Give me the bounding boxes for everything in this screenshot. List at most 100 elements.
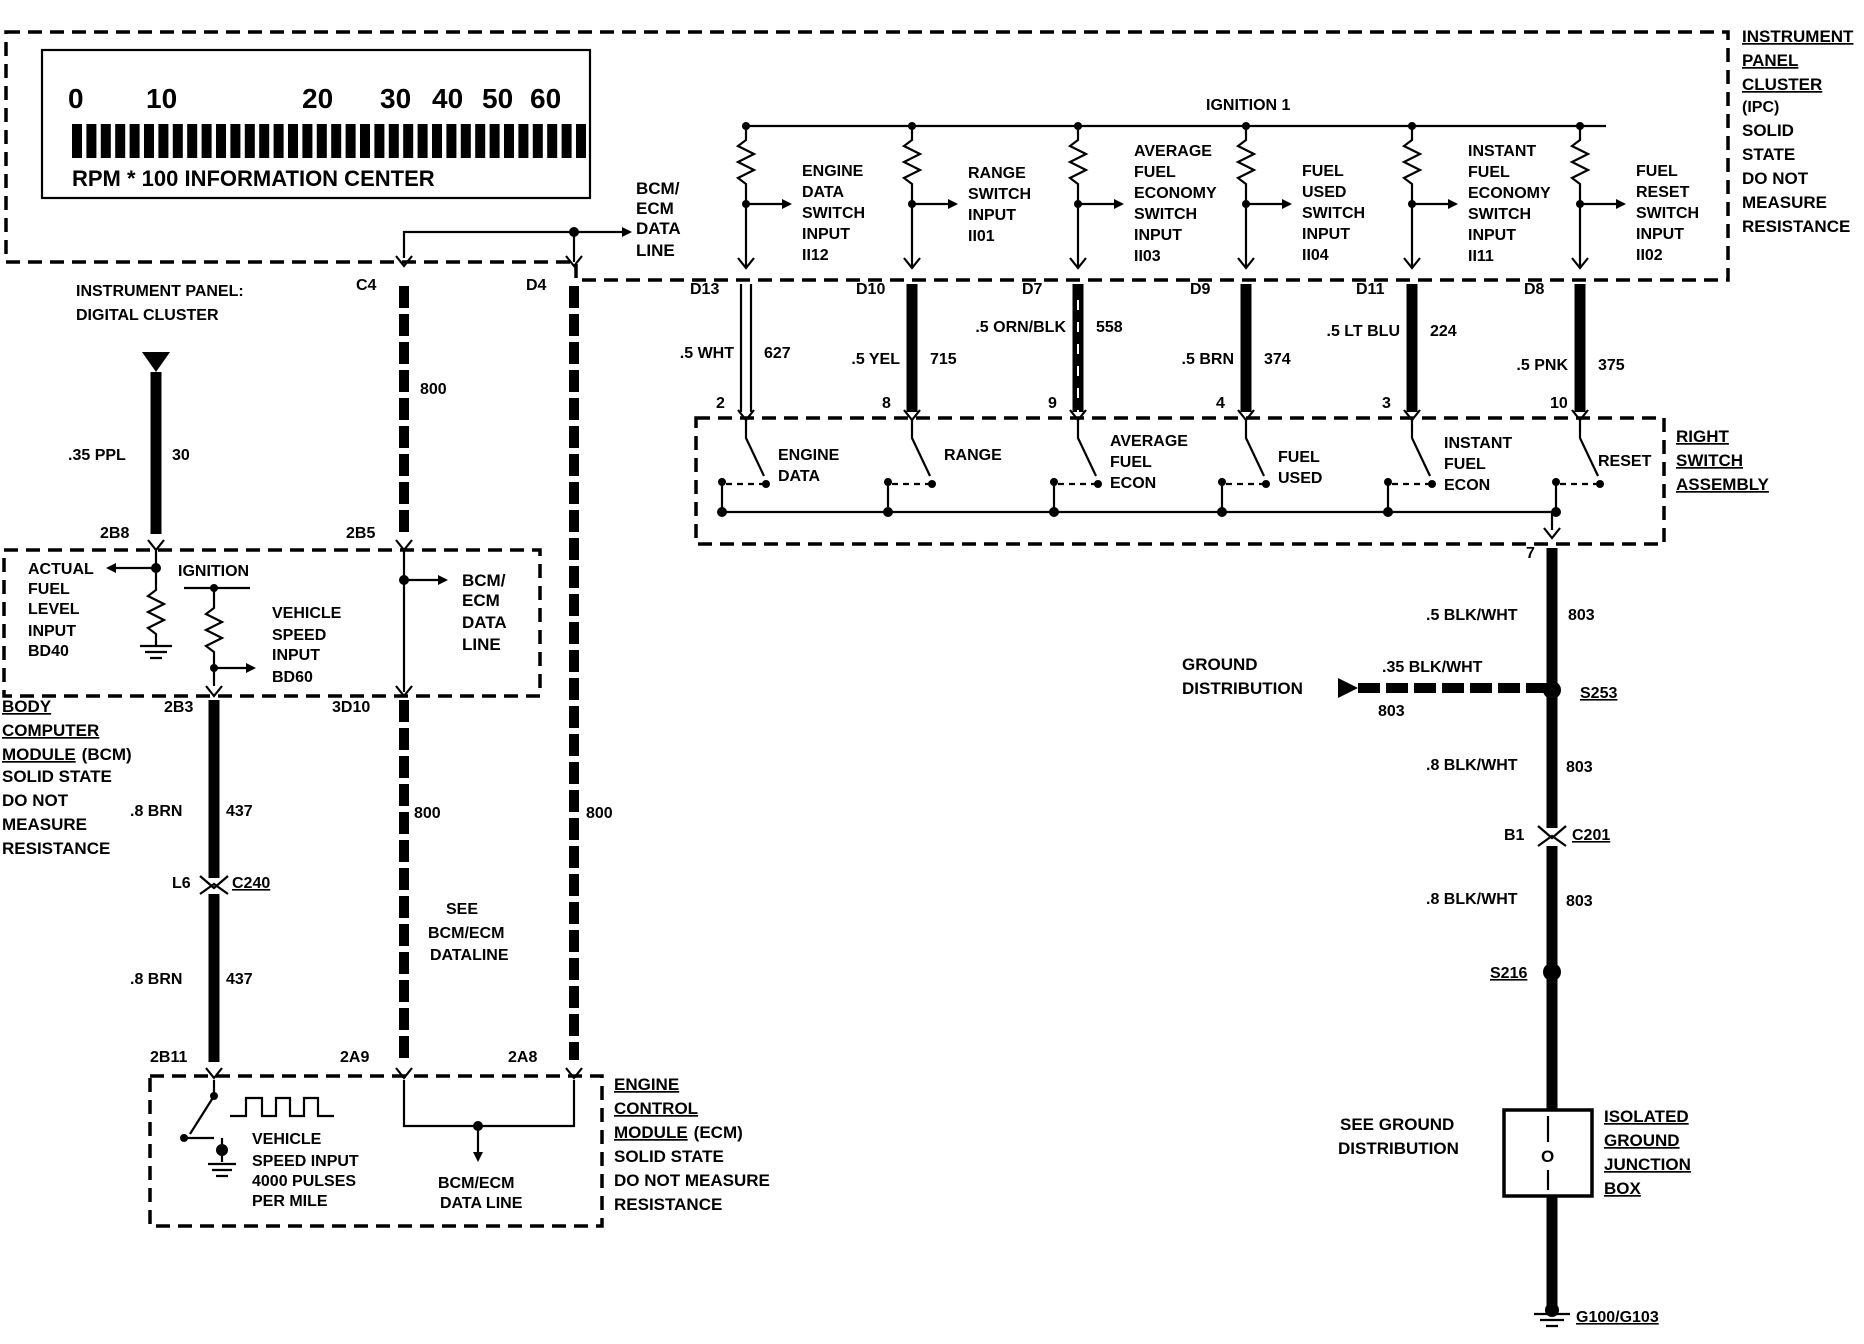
- switch-label-line: RANGE: [944, 447, 1002, 464]
- bargraph-segment: [129, 124, 140, 158]
- switch-pivot: [1262, 480, 1270, 488]
- switch-label-line: FUEL: [1444, 456, 1486, 473]
- body-computer-module: ACTUAL FUEL LEVEL INPUT BD40 IGNITION VE…: [2, 548, 542, 858]
- display-frame: [40, 48, 592, 200]
- ipc-data-line: [402, 227, 632, 258]
- bargraph-segment: [561, 124, 572, 158]
- switch-pin: 2: [716, 395, 725, 412]
- ground-icon: [140, 644, 172, 660]
- wire-gauge: .5 BRN: [1182, 351, 1234, 368]
- switch-label-line: ECON: [1444, 477, 1490, 494]
- tick-label: 20: [302, 83, 333, 114]
- ipc-pin: D7: [1022, 281, 1043, 298]
- ecm-pin-2a9: 2A9: [340, 1049, 369, 1066]
- input-label-line: USED: [1302, 184, 1346, 201]
- bcm-pin-3d10: 3D10: [332, 699, 370, 716]
- ecm-label-line: SOLID STATE: [614, 1147, 724, 1166]
- input-label-line: SWITCH: [1468, 206, 1531, 223]
- input-label-line: II12: [802, 247, 829, 264]
- fuel-level-resistor: [145, 568, 167, 646]
- pulse-train-icon: [230, 1096, 334, 1118]
- ecm-pin-2a8: 2A8: [508, 1049, 537, 1066]
- ground-node: [1545, 1303, 1559, 1317]
- pullup-resistor: [1401, 126, 1423, 266]
- pullup-resistor: [1067, 126, 1089, 266]
- ecm-speed-line: 4000 PULSES: [252, 1173, 356, 1190]
- tick-label: 0: [68, 83, 84, 114]
- ecm-data-line-line: DATA LINE: [440, 1195, 523, 1212]
- switch-pivot: [762, 480, 770, 488]
- ipc-pin-c4: C4: [356, 277, 377, 294]
- data-line-label-line: LINE: [636, 241, 675, 260]
- ecm-speed-line: VEHICLE: [252, 1131, 322, 1148]
- input-label-line: FUEL: [1468, 164, 1510, 181]
- switch-assembly-out-pin: 7: [1526, 545, 1535, 562]
- ipc-label-line: PANEL: [1742, 51, 1798, 70]
- bargraph-segment: [475, 124, 486, 158]
- brn-upper-circuit: 437: [226, 803, 253, 820]
- switch-contact-arm: [886, 420, 931, 512]
- bargraph-segment: [259, 124, 270, 158]
- switch-contact-arm: [1220, 420, 1265, 512]
- ipc-label-line: DO NOT: [1742, 169, 1809, 188]
- connector-pin-l6: L6: [172, 875, 191, 892]
- bcm-pin-2b3: 2B3: [164, 699, 193, 716]
- fuel-level-line: ACTUAL: [28, 561, 94, 578]
- speed-input-line: BD60: [272, 669, 313, 686]
- input-label-line: FUEL: [1636, 163, 1678, 180]
- display-caption: RPM * 100 INFORMATION CENTER: [72, 166, 435, 191]
- ecm-junction: [473, 1121, 483, 1131]
- bcm-label-abbrev: (BCM): [82, 745, 132, 764]
- ipc-pin-d4: D4: [526, 277, 547, 294]
- switch-label-line: DATA: [778, 468, 821, 485]
- input-label-line: SWITCH: [1302, 205, 1365, 222]
- bcm-label-line: MODULE(BCM): [2, 745, 132, 764]
- speed-input-label: VEHICLE SPEED INPUT BD60: [272, 605, 342, 686]
- input-label-line: RANGE: [968, 165, 1026, 182]
- connector-c201: C201: [1572, 827, 1610, 844]
- input-label-line: INPUT: [1134, 227, 1182, 244]
- ground-distribution-label: GROUND DISTRIBUTION: [1182, 655, 1303, 698]
- bargraph-segment: [288, 124, 298, 158]
- ground-path: .5 BLK/WHT 803 GROUND DISTRIBUTION .35 B…: [1182, 548, 1691, 1328]
- switch-label-line: INSTANT: [1444, 435, 1512, 452]
- ecm-label-name: MODULE: [614, 1123, 688, 1142]
- bargraph-segment: [100, 124, 111, 158]
- wire-circuit: 374: [1264, 351, 1291, 368]
- bargraph-segment: [273, 124, 284, 158]
- switch-assembly-line: SWITCH: [1676, 451, 1743, 470]
- ecm-speed-line: PER MILE: [252, 1193, 328, 1210]
- bargraph-segment: [432, 124, 442, 158]
- bargraph-segment: [518, 124, 529, 158]
- switch-contact: [180, 1134, 188, 1142]
- bcm-label-line: COMPUTER: [2, 721, 99, 740]
- switch-pin: 9: [1048, 395, 1057, 412]
- input-arrow: [737, 257, 755, 270]
- ipc-pin: D8: [1524, 281, 1545, 298]
- switch-pivot: [928, 480, 936, 488]
- wire-circuit: 715: [930, 351, 957, 368]
- bcm-label-line: BODY: [2, 697, 52, 716]
- switch-label-line: RESET: [1598, 453, 1652, 470]
- tick-label: 60: [530, 83, 561, 114]
- ecm-data-line-line: BCM/ECM: [438, 1175, 514, 1192]
- input-label-line: INPUT: [968, 207, 1016, 224]
- bargraph-segment: [201, 124, 212, 158]
- c201-pin-b1: B1: [1504, 827, 1525, 844]
- ipc-label-line: SOLID: [1742, 121, 1794, 140]
- bcm-data-line-line: BCM/: [462, 571, 506, 590]
- input-label-line: INPUT: [1636, 226, 1684, 243]
- ground-seg2-circuit: 803: [1566, 759, 1593, 776]
- bargraph-segment: [460, 124, 471, 158]
- bcm-label-line: MEASURE: [2, 815, 87, 834]
- ground-dist-line: GROUND: [1182, 655, 1258, 674]
- right-switch-assembly: ENGINEDATARANGEAVERAGEFUELECONFUELUSEDIN…: [694, 416, 1770, 562]
- ipc-label-line: STATE: [1742, 145, 1795, 164]
- ecm-boundary: [148, 1074, 604, 1228]
- input-label-line: SWITCH: [968, 186, 1031, 203]
- ipc-pin: D9: [1190, 281, 1211, 298]
- wire-gauge: .5 ORN/BLK: [975, 319, 1066, 336]
- bcm-pin-2b5: 2B5: [346, 525, 375, 542]
- brn-lower-circuit: 437: [226, 971, 253, 988]
- bargraph-segment: [72, 124, 82, 158]
